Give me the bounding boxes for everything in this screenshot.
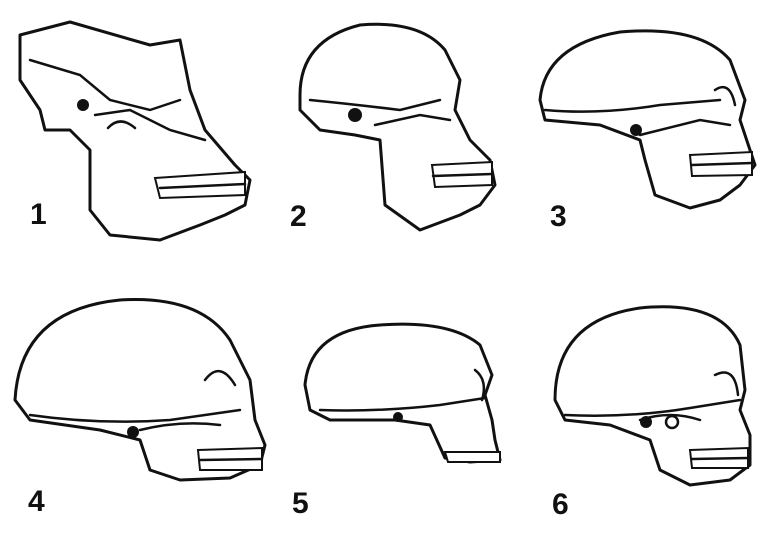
skull-2 xyxy=(298,22,497,232)
skull-6 xyxy=(553,305,752,487)
label-skull-5: 5 xyxy=(292,487,309,520)
skull-3 xyxy=(538,29,757,210)
label-skull-4: 4 xyxy=(28,485,45,518)
skull-5 xyxy=(303,322,502,464)
label-skull-6: 6 xyxy=(552,488,569,521)
label-skull-1: 1 xyxy=(30,198,47,231)
label-skull-3: 3 xyxy=(550,200,567,233)
label-skull-2: 2 xyxy=(290,200,307,233)
skull-1 xyxy=(18,20,252,242)
skull-4 xyxy=(13,298,267,482)
